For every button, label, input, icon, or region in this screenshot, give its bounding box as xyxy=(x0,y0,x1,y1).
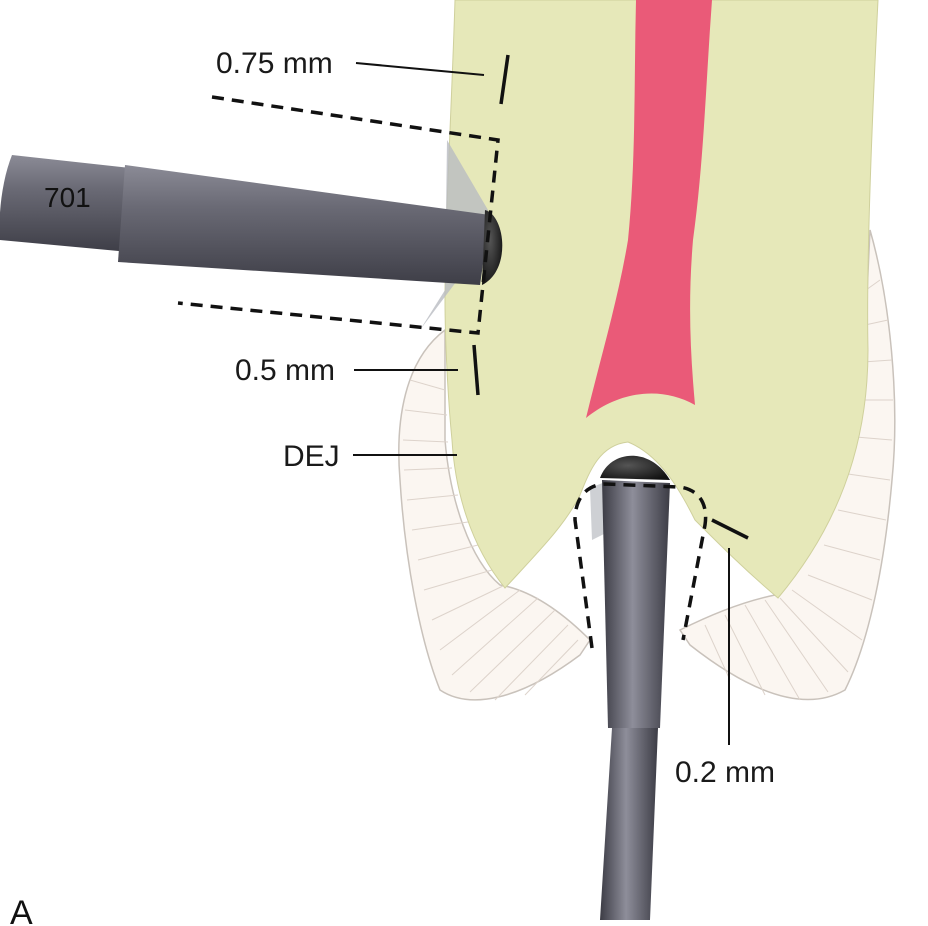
label-depth-bottom: 0.5 mm xyxy=(235,354,335,387)
pulp-chamber xyxy=(586,0,712,418)
depth-tick-furcation xyxy=(711,518,749,540)
panel-label: A xyxy=(10,894,33,926)
bur-701 xyxy=(0,155,503,285)
proximal-outline xyxy=(177,95,500,335)
bur-furcation xyxy=(600,455,670,920)
label-bur: 701 xyxy=(44,182,91,213)
label-dej: DEJ xyxy=(283,440,340,473)
depth-tick-bottom xyxy=(472,344,480,396)
furcation-outline xyxy=(573,482,708,649)
enamel-left xyxy=(398,328,591,701)
depth-tick-top xyxy=(499,54,510,105)
enamel-right xyxy=(678,229,896,701)
label-depth-top: 0.75 mm xyxy=(216,47,333,80)
leader-depth-top xyxy=(355,62,485,76)
label-depth-furcation: 0.2 mm xyxy=(675,756,775,789)
